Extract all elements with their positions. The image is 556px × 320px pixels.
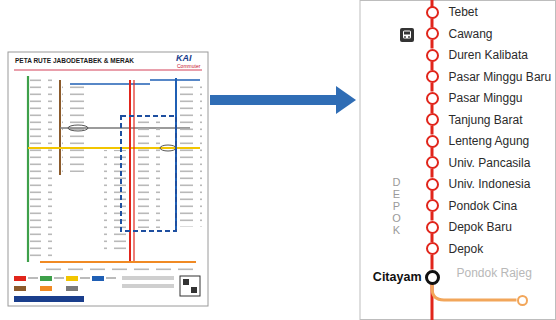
rail-line (431, 255, 434, 270)
station-circle: Pasar Minggu (426, 92, 439, 105)
rail-line (431, 212, 434, 221)
map-title: PETA RUTE JABODETABEK & MERAK (15, 57, 134, 65)
station-name: Pondok Rajeg (457, 266, 532, 280)
logo-text: Commuter (177, 63, 200, 69)
station-circle: Depok (426, 242, 439, 255)
train-icon (400, 28, 414, 42)
station-circle: Univ. Pancasila (426, 156, 439, 169)
zoom-arrow (210, 86, 356, 114)
station-circle: Cawang (426, 27, 439, 40)
area-name: DEPOK (391, 176, 402, 236)
station-circle: Univ. Indonesia (426, 178, 439, 191)
interchange-circle: Citayam (425, 270, 440, 285)
station-circle: Tanjung Barat (426, 113, 439, 126)
rail-line (431, 126, 434, 135)
rail-line (431, 105, 434, 114)
map-thumbnail (8, 52, 208, 306)
station-circle: Duren Kalibata (426, 49, 439, 62)
station-circle: Pasar Minggu Baru (426, 70, 439, 83)
station-name: Pasar Minggu Baru (449, 70, 552, 84)
station-name: Tebet (449, 5, 478, 19)
station-name: Univ. Pancasila (449, 156, 531, 170)
station-circle: Lenteng Agung (426, 135, 439, 148)
station-circle: Tebet (426, 6, 439, 19)
rail-line (431, 83, 434, 92)
station-circle: Pondok Rajeg (517, 295, 528, 306)
rail-line (431, 19, 434, 28)
station-name: Pondok Cina (449, 199, 518, 213)
logo-text: KAI (176, 53, 192, 63)
station-circle: Depok Baru (426, 221, 439, 234)
zoom-panel (360, 1, 556, 320)
rail-line (431, 62, 434, 71)
station-name: Depok (449, 242, 484, 256)
station-circle: Pondok Cina (426, 199, 439, 212)
rail-line (431, 234, 434, 243)
station-name: Cawang (449, 27, 493, 41)
rail-line (431, 191, 434, 200)
station-name: Citayam (373, 270, 422, 284)
station-name: Pasar Minggu (449, 91, 523, 105)
station-name: Lenteng Agung (449, 134, 530, 148)
rail-line (431, 40, 434, 49)
station-name: Depok Baru (449, 220, 512, 234)
rail-line (432, 285, 517, 301)
station-name: Duren Kalibata (449, 48, 528, 62)
station-name: Tanjung Barat (449, 113, 523, 127)
station-name: Univ. Indonesia (449, 177, 531, 191)
rail-line (431, 169, 434, 178)
rail-line (431, 148, 434, 157)
